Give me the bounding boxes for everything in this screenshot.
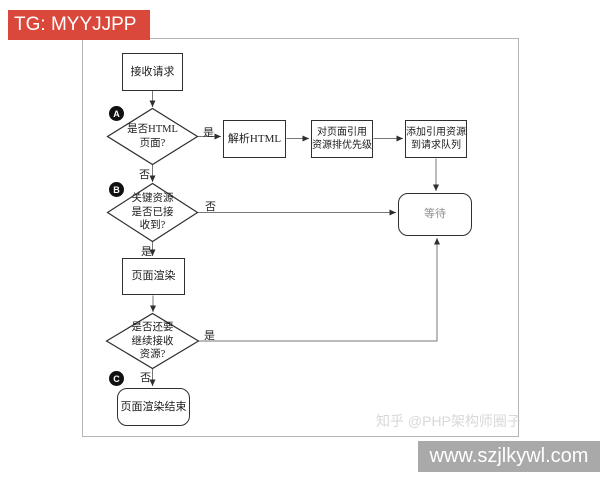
edge-label-no-continue: 否 [140, 372, 151, 384]
node-parse-html: 解析HTML [223, 120, 286, 158]
edge-label-no-is-html: 否 [139, 169, 150, 181]
node-page-render-end: 页面渲染结束 [117, 388, 190, 426]
node-page-render: 页面渲染 [122, 258, 185, 295]
edge-label-yes-key-resources: 是 [141, 246, 152, 258]
site-url-banner: www.szjlkywl.com [418, 441, 600, 472]
node-prioritize-resources: 对页面引用 资源排优先级 [311, 120, 373, 158]
node-receive-request: 接收请求 [122, 53, 183, 91]
edge-label-no-key-resources: 否 [205, 201, 216, 213]
node-add-to-request-queue: 添加引用资源 到请求队列 [405, 120, 467, 158]
tg-banner: TG: MYYJJPP [8, 10, 150, 40]
step-marker-c: C [109, 371, 124, 386]
step-marker-a: A [109, 106, 124, 121]
edge-label-yes-continue: 是 [204, 330, 215, 342]
step-marker-b: B [109, 182, 124, 197]
node-wait: 等待 [398, 193, 472, 236]
edge-label-yes-is-html: 是 [203, 127, 214, 139]
zhihu-watermark: 知乎 @PHP架构师圈子 [376, 413, 521, 429]
